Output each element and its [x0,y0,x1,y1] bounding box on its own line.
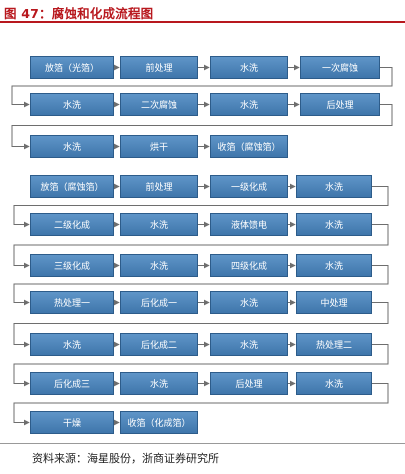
process-step: 二级化成 [30,213,114,236]
process-step: 水洗 [120,213,198,236]
process-step: 后处理 [300,93,380,116]
process-step: 放箔（腐蚀箔） [30,175,114,198]
process-step: 水洗 [296,372,372,395]
process-step: 中处理 [296,291,372,314]
process-step: 四级化成 [210,254,288,277]
process-step: 热处理二 [296,333,372,356]
process-step: 水洗 [210,93,288,116]
process-step: 前处理 [120,175,198,198]
process-step: 后化成三 [30,372,114,395]
figure-title: 图 47：腐蚀和化成流程图 [4,6,154,21]
process-step: 收箔（腐蚀箔） [210,135,288,158]
process-step: 前处理 [120,56,198,79]
process-step: 干燥 [30,411,114,434]
process-step: 收箔（化成箔） [120,411,198,434]
process-step: 水洗 [296,213,372,236]
process-step: 液体馈电 [210,213,288,236]
process-step: 二次腐蚀 [120,93,198,116]
process-step: 放箔（光箔） [30,56,114,79]
process-step: 三级化成 [30,254,114,277]
process-step: 水洗 [296,254,372,277]
process-step: 水洗 [30,93,114,116]
process-step: 水洗 [120,372,198,395]
bottom-rule [0,443,405,444]
process-step: 后化成二 [120,333,198,356]
process-step: 后处理 [210,372,288,395]
process-step: 水洗 [30,333,114,356]
title-rule [0,21,405,23]
source-note: 资料来源：海星股份，浙商证券研究所 [32,452,219,465]
process-step: 水洗 [210,291,288,314]
process-step: 一次腐蚀 [300,56,380,79]
process-step: 一级化成 [210,175,288,198]
process-step: 水洗 [210,333,288,356]
process-step: 后化成一 [120,291,198,314]
process-step: 水洗 [296,175,372,198]
process-step: 热处理一 [30,291,114,314]
process-step: 水洗 [30,135,114,158]
process-step: 水洗 [210,56,288,79]
process-step: 烘干 [120,135,198,158]
process-step: 水洗 [120,254,198,277]
